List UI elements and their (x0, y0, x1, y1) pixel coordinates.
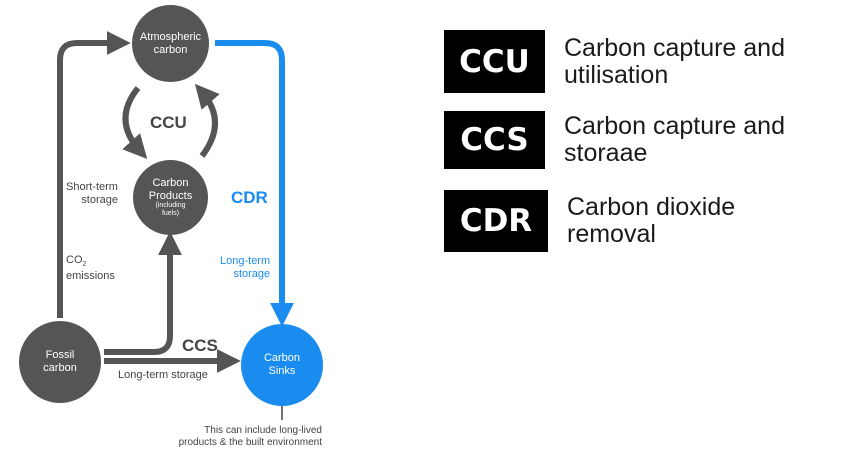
fossil-carbon-label: Fossil carbon (43, 349, 77, 374)
atmospheric-carbon-node: Atmospheric carbon (132, 5, 209, 82)
long-term-storage-label: Long-term storage (118, 369, 208, 381)
cdr-description: Carbon dioxide removal (567, 193, 736, 248)
emissions-arrow (57, 31, 131, 318)
short-term-storage-label: Short-term storage (66, 181, 118, 207)
co2-emissions-label: CO2 emissions (66, 254, 115, 283)
cdr-arrow (215, 40, 294, 327)
ccu-badge: CCU (444, 30, 545, 93)
ccu-label: CCU (150, 113, 187, 132)
emissions-text: emissions (66, 269, 115, 282)
co2-subscript: 2 (82, 261, 87, 269)
ccu-down-arrow (122, 86, 148, 160)
cdr-badge: CDR (444, 190, 548, 252)
atmospheric-carbon-label: Atmospheric carbon (139, 30, 202, 56)
ccs-description: Carbon capture and storaae (564, 112, 785, 167)
ccs-badge: CCS (444, 111, 545, 169)
ccs-label: CCS (182, 336, 218, 355)
legend-row-ccu: CCU Carbon capture and utilisation (444, 30, 785, 93)
note-text: This can include long-lived products & t… (178, 425, 322, 448)
fossil-to-products-arrow (104, 231, 182, 355)
ccu-up-arrow (194, 83, 220, 158)
carbon-products-sublabel: (including fuels) (155, 202, 186, 218)
legend-row-ccs: CCS Carbon capture and storaae (444, 111, 785, 169)
ccu-description: Carbon capture and utilisation (564, 33, 785, 89)
carbon-products-node: Carbon Products (including fuels) (133, 160, 208, 235)
carbon-sinks-label: Carbon Sinks (263, 352, 301, 377)
co2-text: CO (66, 254, 83, 266)
carbon-sinks-node: Carbon Sinks (241, 324, 323, 406)
cdr-label: CDR (231, 188, 268, 207)
long-term-storage-blue-label: Long-term storage (220, 255, 271, 281)
legend-row-cdr: CDR Carbon dioxide removal (444, 190, 735, 252)
fossil-carbon-node: Fossil carbon (19, 321, 101, 403)
carbon-products-label: Carbon Products (148, 177, 193, 202)
